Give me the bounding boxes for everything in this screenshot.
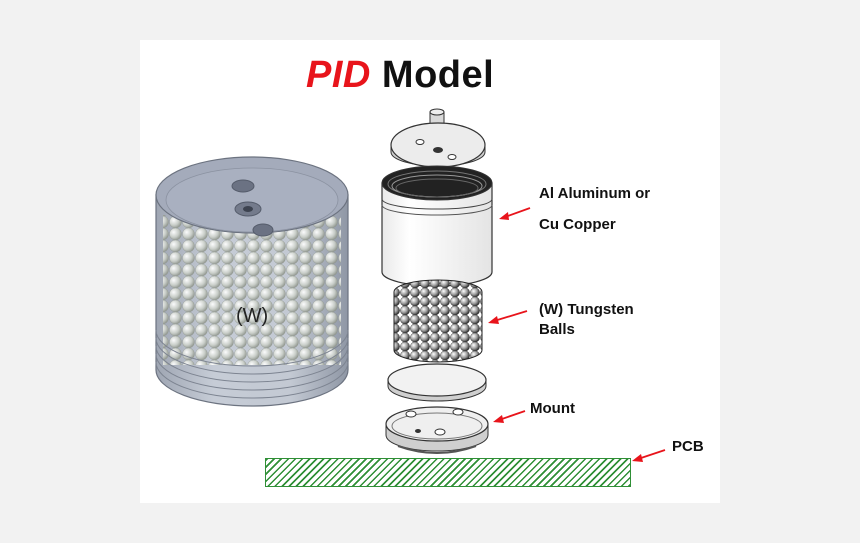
label-tungsten-line1: (W) Tungsten <box>539 301 634 318</box>
label-tungsten-line2: Balls <box>539 321 575 338</box>
left-top-hole-1 <box>231 179 255 193</box>
tungsten-label-left: (W) <box>236 305 269 327</box>
left-cylinder-balls <box>163 215 341 365</box>
arrow-pcb <box>632 449 666 462</box>
left-top-hole-3 <box>252 223 274 237</box>
page-title: PID Model <box>306 54 494 97</box>
tungsten-ball-cluster <box>393 279 483 363</box>
label-aluminum-line2: Cu Copper <box>539 216 616 233</box>
left-cylinder-assembly <box>155 156 349 407</box>
label-aluminum-line1: Al Aluminum or <box>539 185 651 202</box>
label-mount: Mount <box>530 400 575 417</box>
pointer-arrows <box>488 207 666 462</box>
separator-disc <box>387 363 487 402</box>
arrow-mount <box>493 410 526 423</box>
label-pcb: PCB <box>672 438 704 455</box>
title-rest: Model <box>370 54 495 96</box>
aluminum-sleeve <box>381 165 493 287</box>
arrow-tungsten <box>488 310 528 324</box>
top-cap <box>390 108 486 168</box>
title-accent: PID <box>306 54 371 96</box>
arrow-aluminum <box>499 207 531 220</box>
mount-base <box>385 406 489 454</box>
pcb-board <box>265 458 631 487</box>
